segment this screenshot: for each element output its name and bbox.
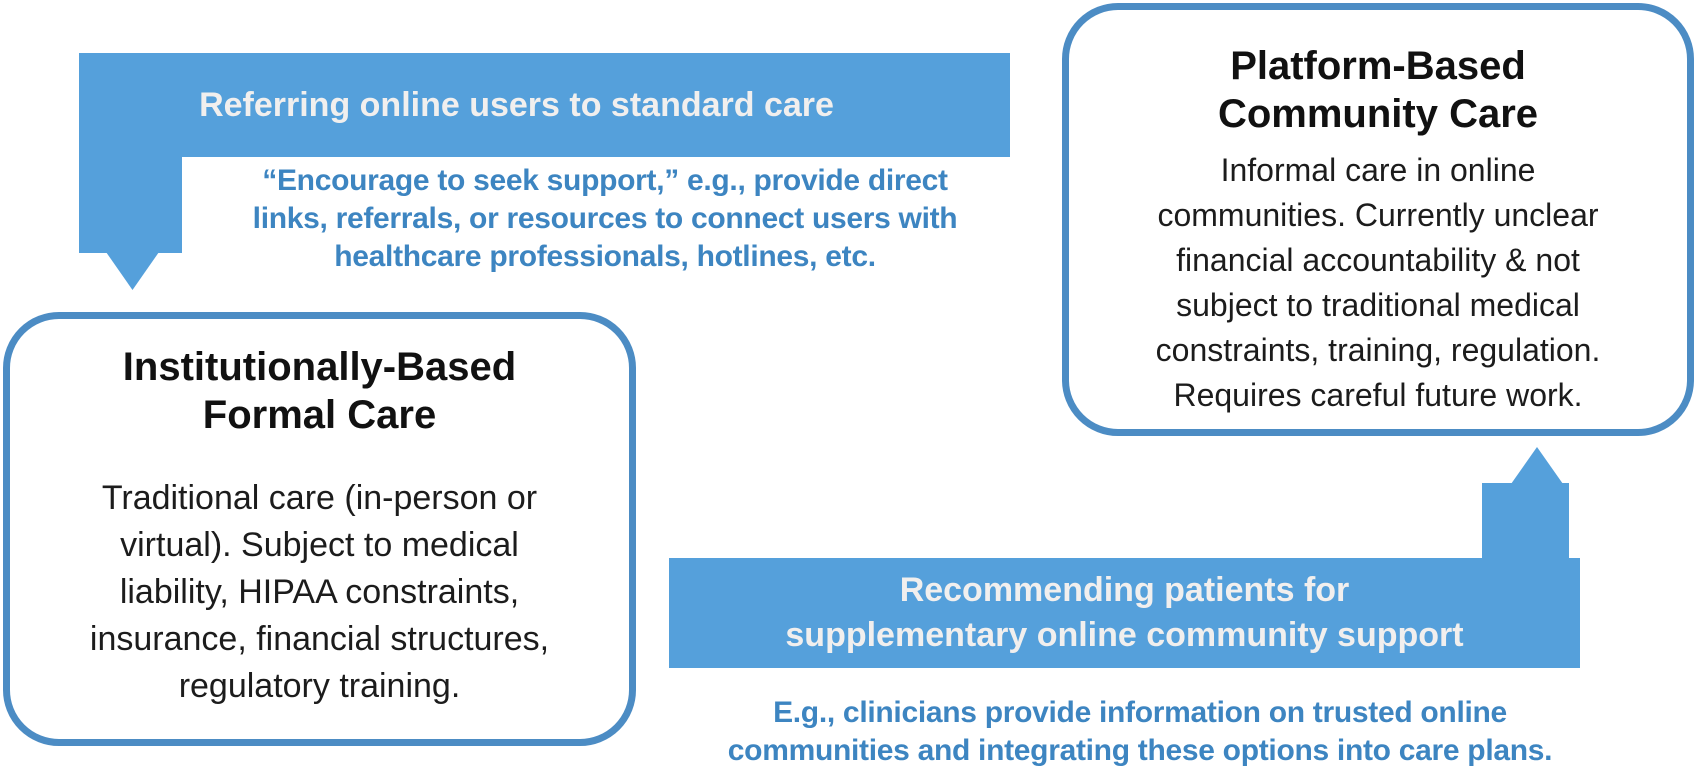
top-arrow-banner: Referring online users to standard care <box>79 53 1010 157</box>
top-arrow-stem <box>79 156 182 253</box>
top-arrow-description: “Encourage to seek support,” e.g., provi… <box>252 164 958 273</box>
bottom-arrow-banner: Recommending patients for supplementary … <box>669 558 1580 668</box>
bottom-arrow-stem <box>1482 483 1569 559</box>
bottom-arrow-label: Recommending patients for supplementary … <box>785 571 1464 654</box>
arrow-down-icon <box>106 252 159 290</box>
arrow-up-icon <box>1511 447 1563 484</box>
formal-care-body: Traditional care (in-person or virtual).… <box>89 479 550 705</box>
community-care-box: Platform-Based Community Care Informal c… <box>1062 3 1694 436</box>
bottom-arrow-description: E.g., clinicians provide information on … <box>727 696 1553 767</box>
community-care-title: Platform-Based Community Care <box>1217 44 1539 136</box>
community-care-body: Informal care in online communities. Cur… <box>1155 152 1601 413</box>
top-arrow-label: Referring online users to standard care <box>199 85 834 124</box>
formal-care-title: Institutionally-Based Formal Care <box>122 345 517 437</box>
formal-care-box: Institutionally-Based Formal Care Tradit… <box>3 312 636 746</box>
